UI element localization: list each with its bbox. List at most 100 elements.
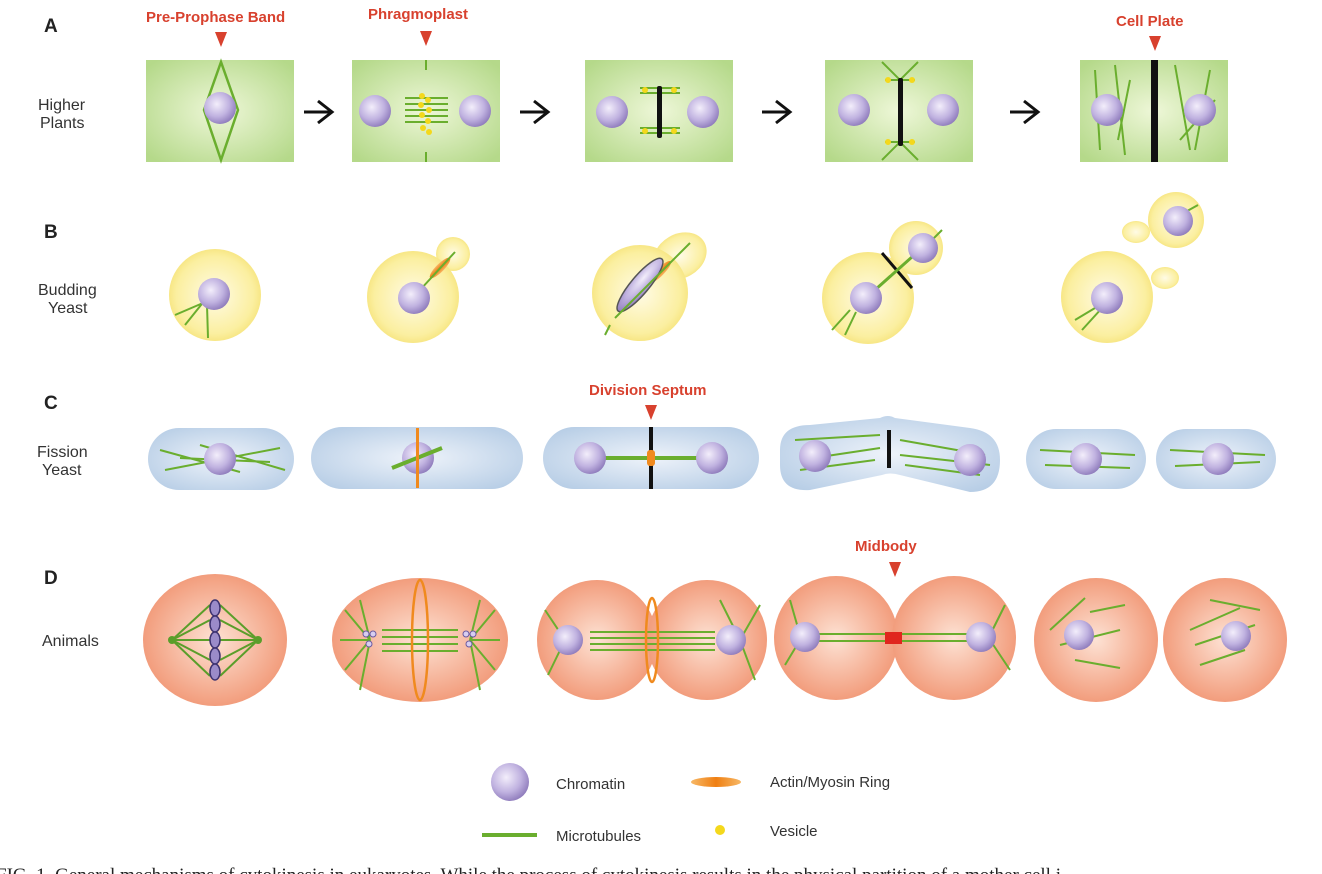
animal-cell-body [647, 580, 767, 700]
chromatin [966, 622, 996, 652]
figure-caption: FIG. 1. General mechanisms of cytokinesi… [0, 865, 1061, 874]
fission-cell-stage-2 [311, 427, 523, 489]
legend-vesicle-label: Vesicle [770, 823, 818, 840]
actin-myosin-ring [416, 428, 419, 488]
yeast-cell-stage-4 [822, 221, 943, 344]
chromatin [204, 443, 236, 475]
callout-midbody: Midbody [855, 538, 917, 555]
legend-actin-myosin-ring-swatch [691, 777, 741, 787]
chromatin [574, 442, 606, 474]
legend-chromatin-swatch [491, 763, 529, 801]
chromatin [1202, 443, 1234, 475]
chromatin [716, 625, 746, 655]
division-septum [887, 430, 891, 468]
chromatin [1091, 94, 1123, 126]
yeast-cell-stage-3 [592, 232, 707, 341]
legend-actin-myosin-ring-label: Actin/Myosin Ring [770, 774, 890, 791]
chromatin [459, 95, 491, 127]
plant-cell-stage-4 [825, 60, 973, 162]
fission-cell-stage-5 [1026, 429, 1276, 489]
row-c-fission-yeast [148, 416, 1276, 492]
row-label-c-line2: Yeast [42, 462, 82, 479]
chromatin [790, 622, 820, 652]
legend: Chromatin Actin/Myosin Ring Microtubules… [482, 763, 890, 845]
spindle-microtubules [171, 604, 259, 677]
animal-cell-stage-1 [143, 574, 287, 706]
yeast-cell-stage-2 [367, 237, 470, 343]
chromatin [398, 282, 430, 314]
fission-cell-stage-4 [780, 416, 1000, 492]
callout-arrow-midbody [889, 562, 901, 577]
midbody [885, 632, 902, 644]
animal-cell-body [892, 576, 1016, 700]
chromatin [838, 94, 870, 126]
legend-chromatin-label: Chromatin [556, 776, 625, 793]
cell-plate [1151, 60, 1158, 162]
row-label-d: Animals [42, 633, 99, 650]
vesicle-cluster [418, 93, 432, 135]
animal-cell-stage-2 [332, 578, 508, 702]
plant-cell-stage-5 [1080, 60, 1228, 162]
arrow-right-icon [304, 99, 335, 125]
callout-pre-prophase-band: Pre-Prophase Band [146, 9, 285, 26]
cell-plate-forming [898, 78, 903, 146]
row-d-animals [143, 574, 1287, 706]
chromosomes-metaphase [209, 599, 221, 681]
chromatin [687, 96, 719, 128]
row-label-a-line2: Plants [40, 115, 84, 132]
arrow-right-icon [1010, 99, 1041, 125]
panel-letter-c: C [44, 393, 58, 414]
animal-cell-body [332, 578, 508, 702]
callout-arrow-phragmoplast [420, 31, 432, 46]
chromatin [908, 233, 938, 263]
chromatin [616, 257, 664, 313]
chromatin [198, 278, 230, 310]
row-label-c-line1: Fission [37, 444, 88, 461]
legend-microtubules-swatch [482, 833, 537, 837]
yeast-cell-stage-1 [169, 249, 261, 341]
fission-cell-stage-1 [148, 428, 294, 490]
chromatin [1064, 620, 1094, 650]
plant-cell-stage-3 [585, 60, 733, 162]
callout-division-septum: Division Septum [589, 382, 707, 399]
chromatin [1091, 282, 1123, 314]
chromatin [596, 96, 628, 128]
preprophase-band-microtubules [202, 58, 240, 164]
animal-cell-body [537, 580, 657, 700]
chromatin [1184, 94, 1216, 126]
actin-myosin-ring [647, 450, 655, 466]
plant-cell-stage-1 [146, 58, 294, 164]
row-label-a-line1: Higher [38, 97, 86, 114]
callout-arrow-cell-plate [1149, 36, 1161, 51]
chromatin [359, 95, 391, 127]
animal-cell-body [1034, 578, 1158, 702]
arrow-right-icon [762, 99, 793, 125]
legend-vesicle-swatch [715, 825, 725, 835]
animal-cell-stage-4 [774, 576, 1016, 700]
panel-letter-d: D [44, 568, 58, 589]
chromatin [1070, 443, 1102, 475]
chromatin [204, 92, 236, 124]
row-label-b-line2: Yeast [48, 300, 88, 317]
row-a-higher-plants [146, 58, 1228, 164]
fission-cell-stage-3 [543, 427, 759, 489]
chromatin [954, 444, 986, 476]
yeast-cell-stage-5 [1061, 192, 1204, 343]
callout-arrow-pre-prophase [215, 32, 227, 47]
animal-cell-stage-5 [1034, 578, 1287, 702]
animal-cell-body [774, 576, 898, 700]
legend-microtubules-label: Microtubules [556, 828, 641, 845]
chromatin [553, 625, 583, 655]
chromatin [799, 440, 831, 472]
chromatin [696, 442, 728, 474]
chromatin [927, 94, 959, 126]
actin-myosin-ring [410, 578, 430, 702]
panel-letter-a: A [44, 16, 58, 37]
plant-cell-stage-2 [352, 60, 500, 162]
callout-arrow-division-septum [645, 405, 657, 420]
row-b-budding-yeast [169, 192, 1204, 344]
callout-phragmoplast: Phragmoplast [368, 6, 468, 23]
callout-cell-plate: Cell Plate [1116, 13, 1184, 30]
panel-letter-b: B [44, 222, 58, 243]
